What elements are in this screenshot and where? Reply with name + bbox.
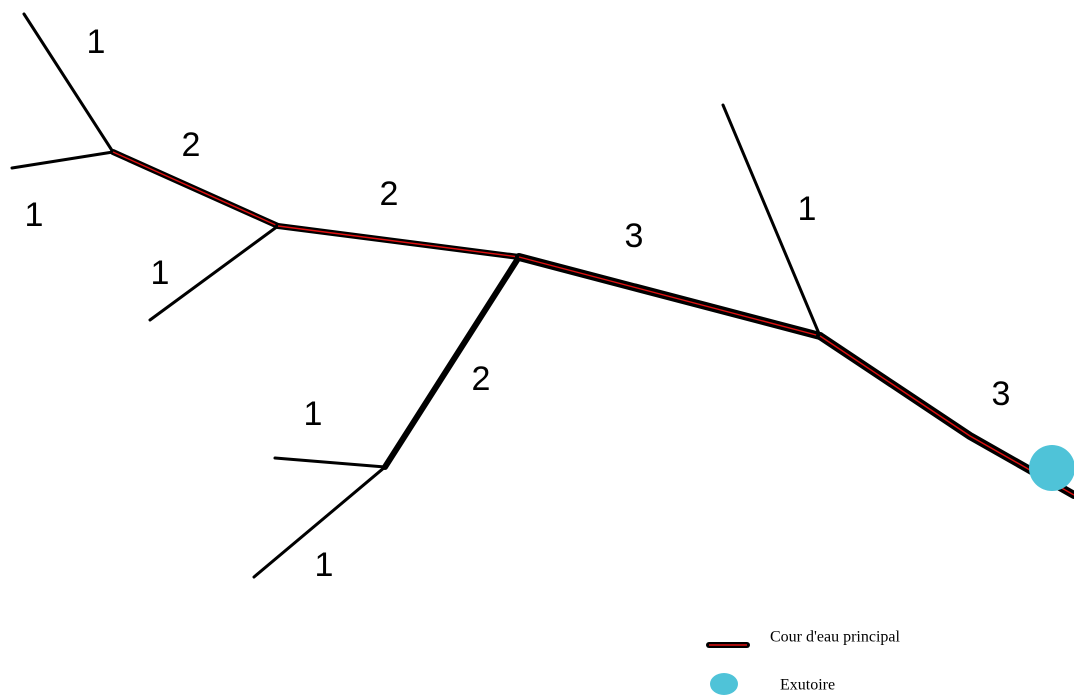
- main-channel-line: [277, 225, 520, 258]
- stream-order-label: 1: [315, 546, 334, 584]
- main-channel-line: [518, 256, 821, 337]
- stream-order-label: 2: [380, 175, 399, 213]
- stream-segment-order-1: [273, 456, 387, 469]
- stream-segment-order-1: [721, 103, 822, 338]
- main-channel-line: [112, 151, 279, 227]
- stream-segment-order-1: [10, 150, 115, 170]
- stream-segment-order-1: [148, 224, 280, 322]
- stream-segment-order-1: [252, 465, 387, 579]
- outlet-marker: [1029, 445, 1074, 491]
- stream-order-label: 1: [87, 23, 106, 61]
- stream-order-label: 2: [472, 360, 491, 398]
- stream-order-label: 1: [25, 196, 44, 234]
- stream-order-label: 1: [151, 254, 170, 292]
- stream-segment-order-1: [22, 12, 115, 154]
- stream-order-label: 3: [992, 375, 1011, 413]
- stream-order-label: 1: [304, 395, 323, 433]
- legend-outlet-symbol: [710, 673, 738, 695]
- legend: Cour d'eau principal Exutoire: [706, 629, 901, 695]
- legend-main-channel-label: Cour d'eau principal: [770, 629, 901, 646]
- stream-order-label: 3: [625, 217, 644, 255]
- stream-segment-order-2: [382, 254, 522, 470]
- legend-outlet-label: Exutoire: [780, 677, 835, 694]
- stream-order-label: 2: [182, 126, 201, 164]
- stream-network: [10, 12, 1074, 579]
- stream-order-label: 1: [798, 190, 817, 228]
- stream-order-labels: 1 1 2 1 2 1 1 2 3 1 3: [25, 23, 1011, 584]
